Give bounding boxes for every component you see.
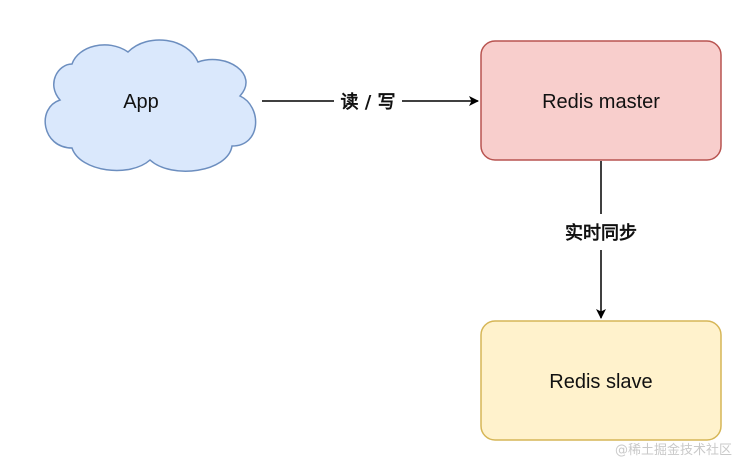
redis-master-label: Redis master [542,91,660,113]
redis-master-box [480,40,722,161]
redis-slave-box [480,320,722,441]
redis-slave-node: Redis slave [480,320,722,441]
edge-app-to-master-label: 读 / 写 [340,91,395,113]
app-label: App [123,91,159,113]
edge-master-to-slave-label: 实时同步 [565,222,637,244]
app-node: App [44,39,257,172]
redis-slave-label: Redis slave [549,371,652,393]
edge-app-to-master: 读 / 写 [262,91,479,113]
redis-master-node: Redis master [480,40,722,161]
watermark-text: @稀土掘金技术社区 [614,443,732,458]
edge-master-to-slave: 实时同步 [565,161,637,319]
app-cloud-shape [44,39,257,172]
